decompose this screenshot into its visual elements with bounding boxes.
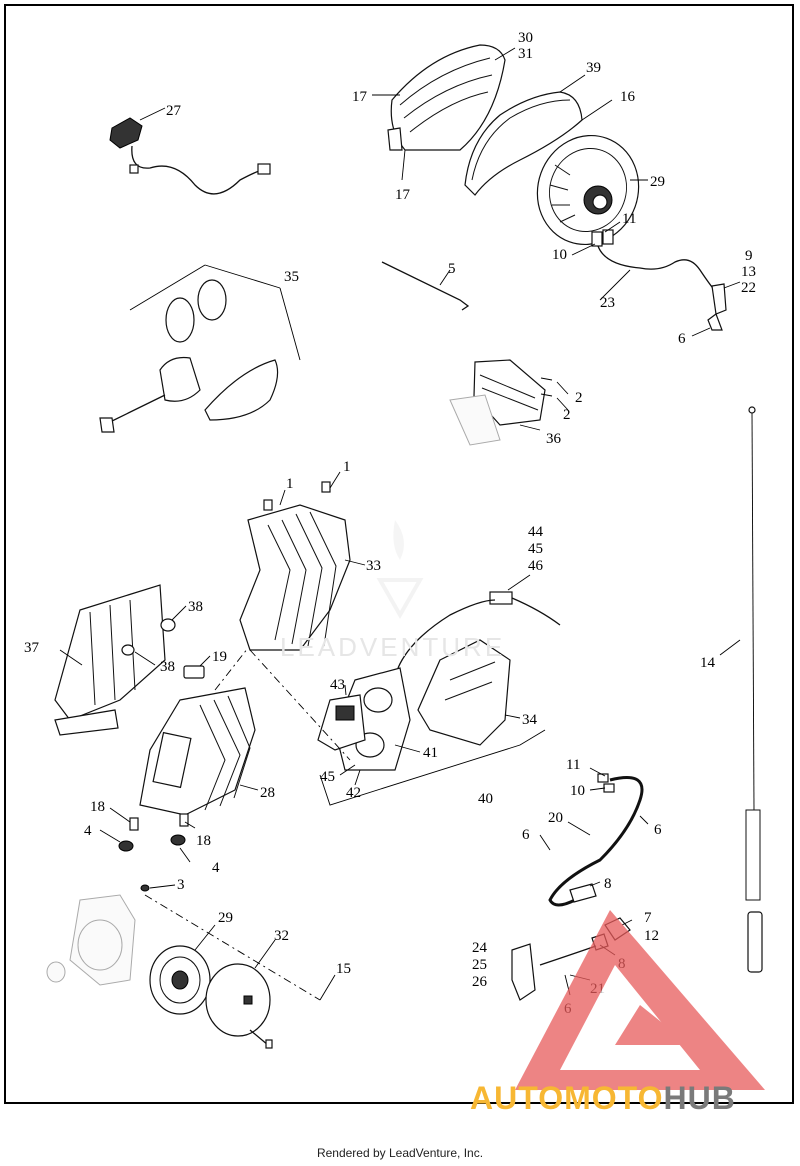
- amplifier-part-28: [139, 687, 256, 816]
- leadventure-watermark-logo: [376, 520, 424, 620]
- callout-labels: 27 30 31 39 17 17 16 29 11 10 9 13 22 23…: [24, 30, 756, 1017]
- leader-lines: [59, 47, 741, 1001]
- mounting-bracket-part-37: [54, 584, 166, 736]
- callout-23: 23: [600, 295, 615, 311]
- callout-2-b: 2: [563, 407, 571, 423]
- callout-39: 39: [586, 60, 601, 76]
- speaker-housing-part-30: [387, 44, 506, 151]
- mounting-hardware-part-18-4: [118, 813, 189, 852]
- callout-17-top: 17: [352, 89, 368, 105]
- speaker-gasket-part-39: [464, 91, 583, 196]
- callout-8-upper: 8: [604, 876, 612, 892]
- pad-part-19: [183, 665, 205, 679]
- callout-10-upper: 10: [552, 247, 567, 263]
- callout-40: 40: [478, 791, 493, 807]
- cable-tie-part-5: [381, 261, 470, 311]
- leadventure-watermark-text: LEADVENTURE: [280, 632, 506, 662]
- callout-6-mid-right: 6: [654, 822, 662, 838]
- callout-9: 9: [745, 248, 753, 264]
- callout-27: 27: [166, 103, 182, 119]
- callout-29-lower: 29: [218, 910, 233, 926]
- callout-3: 3: [177, 877, 185, 893]
- callout-1-a: 1: [286, 476, 294, 492]
- callout-4-left: 4: [84, 823, 92, 839]
- callout-20: 20: [548, 810, 563, 826]
- switch-bezel-part-41: [334, 667, 411, 771]
- callout-31: 31: [518, 46, 533, 62]
- callout-36: 36: [546, 431, 562, 447]
- footer-credit: Rendered by LeadVenture, Inc.: [316, 1146, 484, 1160]
- automotohub-brand-text: AUTOMOTOHUB: [470, 1080, 736, 1117]
- callout-45-top: 45: [528, 541, 543, 557]
- callout-18-right: 18: [196, 833, 211, 849]
- callout-1-b: 1: [343, 459, 351, 475]
- callout-25: 25: [472, 957, 487, 973]
- callout-43: 43: [330, 677, 345, 693]
- callout-11-lower: 11: [566, 757, 580, 773]
- grommet-part-38-a: [160, 618, 176, 632]
- amplifier-cover-part-33: [239, 481, 351, 651]
- callout-16: 16: [620, 89, 636, 105]
- callout-22: 22: [741, 280, 756, 296]
- callout-29-upper: 29: [650, 174, 665, 190]
- callout-38-top: 38: [188, 599, 203, 615]
- callout-30: 30: [518, 30, 533, 46]
- antenna-part-14: [745, 406, 763, 973]
- callout-13: 13: [741, 264, 756, 280]
- diagram-frame: [4, 4, 794, 1104]
- callout-6-mid-left: 6: [522, 827, 530, 843]
- callout-2-a: 2: [575, 390, 583, 406]
- speaker-part-29-upper: [536, 134, 640, 246]
- callout-12: 12: [644, 928, 659, 944]
- callout-24: 24: [472, 940, 488, 956]
- callout-32: 32: [274, 928, 289, 944]
- screws-part-2: [540, 377, 553, 397]
- callout-42: 42: [346, 785, 361, 801]
- callout-7: 7: [644, 910, 652, 926]
- callout-37: 37: [24, 640, 40, 656]
- automotohub-logo: [515, 910, 765, 1090]
- callout-46: 46: [528, 558, 544, 574]
- panel-part-34: [417, 639, 511, 746]
- callout-14: 14: [700, 655, 716, 671]
- callout-34: 34: [522, 712, 538, 728]
- callout-18-left: 18: [90, 799, 105, 815]
- speaker-harness-part-23: [591, 229, 727, 331]
- callout-38-bottom: 38: [160, 659, 175, 675]
- callout-11-upper: 11: [622, 211, 636, 227]
- speaker-bracket-lower: [46, 884, 150, 986]
- speaker-part-29-lower: [149, 945, 211, 1015]
- callout-5: 5: [448, 261, 456, 277]
- callout-19: 19: [212, 649, 227, 665]
- speaker-grille-part-32: [205, 963, 273, 1049]
- headset-kit-part-35: [99, 279, 279, 433]
- callout-35: 35: [284, 269, 299, 285]
- callout-17-bottom: 17: [395, 187, 411, 203]
- callout-28: 28: [260, 785, 275, 801]
- callout-15: 15: [336, 961, 351, 977]
- callout-6-upper: 6: [678, 331, 686, 347]
- callout-10-lower: 10: [570, 783, 585, 799]
- module-part-36: [449, 359, 546, 446]
- callout-41: 41: [423, 745, 438, 761]
- grommet-part-38-b: [121, 644, 135, 656]
- brand-text-automoto: AUTOMOTO: [470, 1080, 664, 1116]
- callout-33: 33: [366, 558, 381, 574]
- callout-26: 26: [472, 974, 488, 990]
- bracket-part-43: [317, 694, 366, 751]
- callout-44: 44: [528, 524, 544, 540]
- gps-antenna-part-27: [109, 117, 271, 195]
- callout-45-bottom: 45: [320, 769, 335, 785]
- brand-text-hub: HUB: [663, 1080, 736, 1116]
- callout-4-right: 4: [212, 860, 220, 876]
- connector-part-44-46: [397, 591, 561, 669]
- harness-part-20: [548, 773, 644, 907]
